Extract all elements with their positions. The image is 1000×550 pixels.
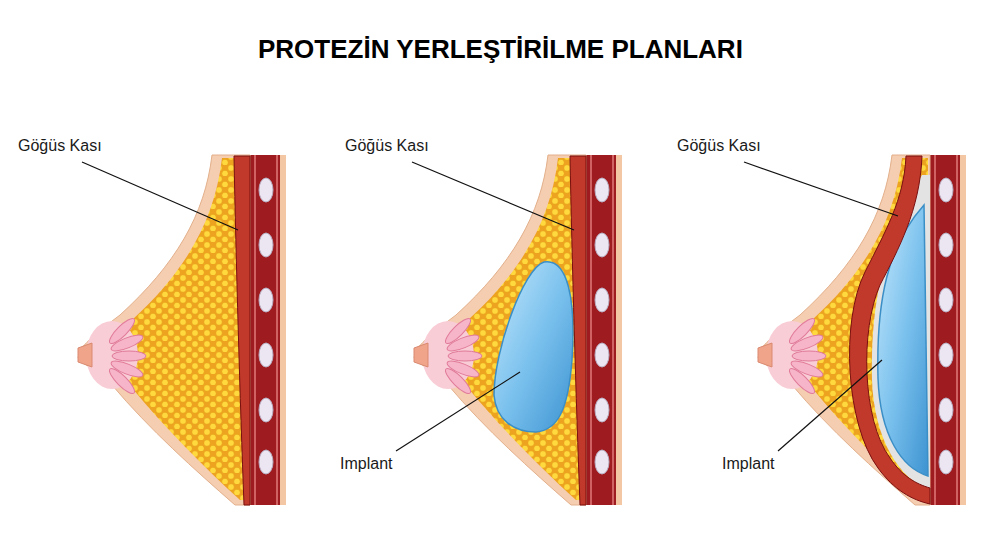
- leader-line: [412, 162, 574, 230]
- implant-shape: [494, 262, 573, 432]
- breast-no-implant: [78, 155, 286, 505]
- chest-muscle: [570, 156, 586, 505]
- implant-label: Implant: [722, 455, 774, 473]
- muscle-label: Göğüs Kası: [345, 137, 429, 155]
- muscle-label: Göğüs Kası: [677, 137, 761, 155]
- leader-line: [778, 360, 882, 451]
- breast-submuscular: [758, 155, 966, 505]
- leader-lines: [82, 162, 898, 451]
- breast-subglandular: [414, 155, 622, 505]
- implant-label: Implant: [340, 455, 392, 473]
- leader-line: [744, 162, 898, 216]
- chest-muscle: [850, 156, 930, 504]
- chest-muscle: [234, 156, 250, 505]
- muscle-label: Göğüs Kası: [18, 137, 102, 155]
- leader-line: [82, 162, 238, 230]
- title: PROTEZİN YERLEŞTİRİLME PLANLARI: [258, 34, 743, 65]
- leader-line: [396, 372, 520, 451]
